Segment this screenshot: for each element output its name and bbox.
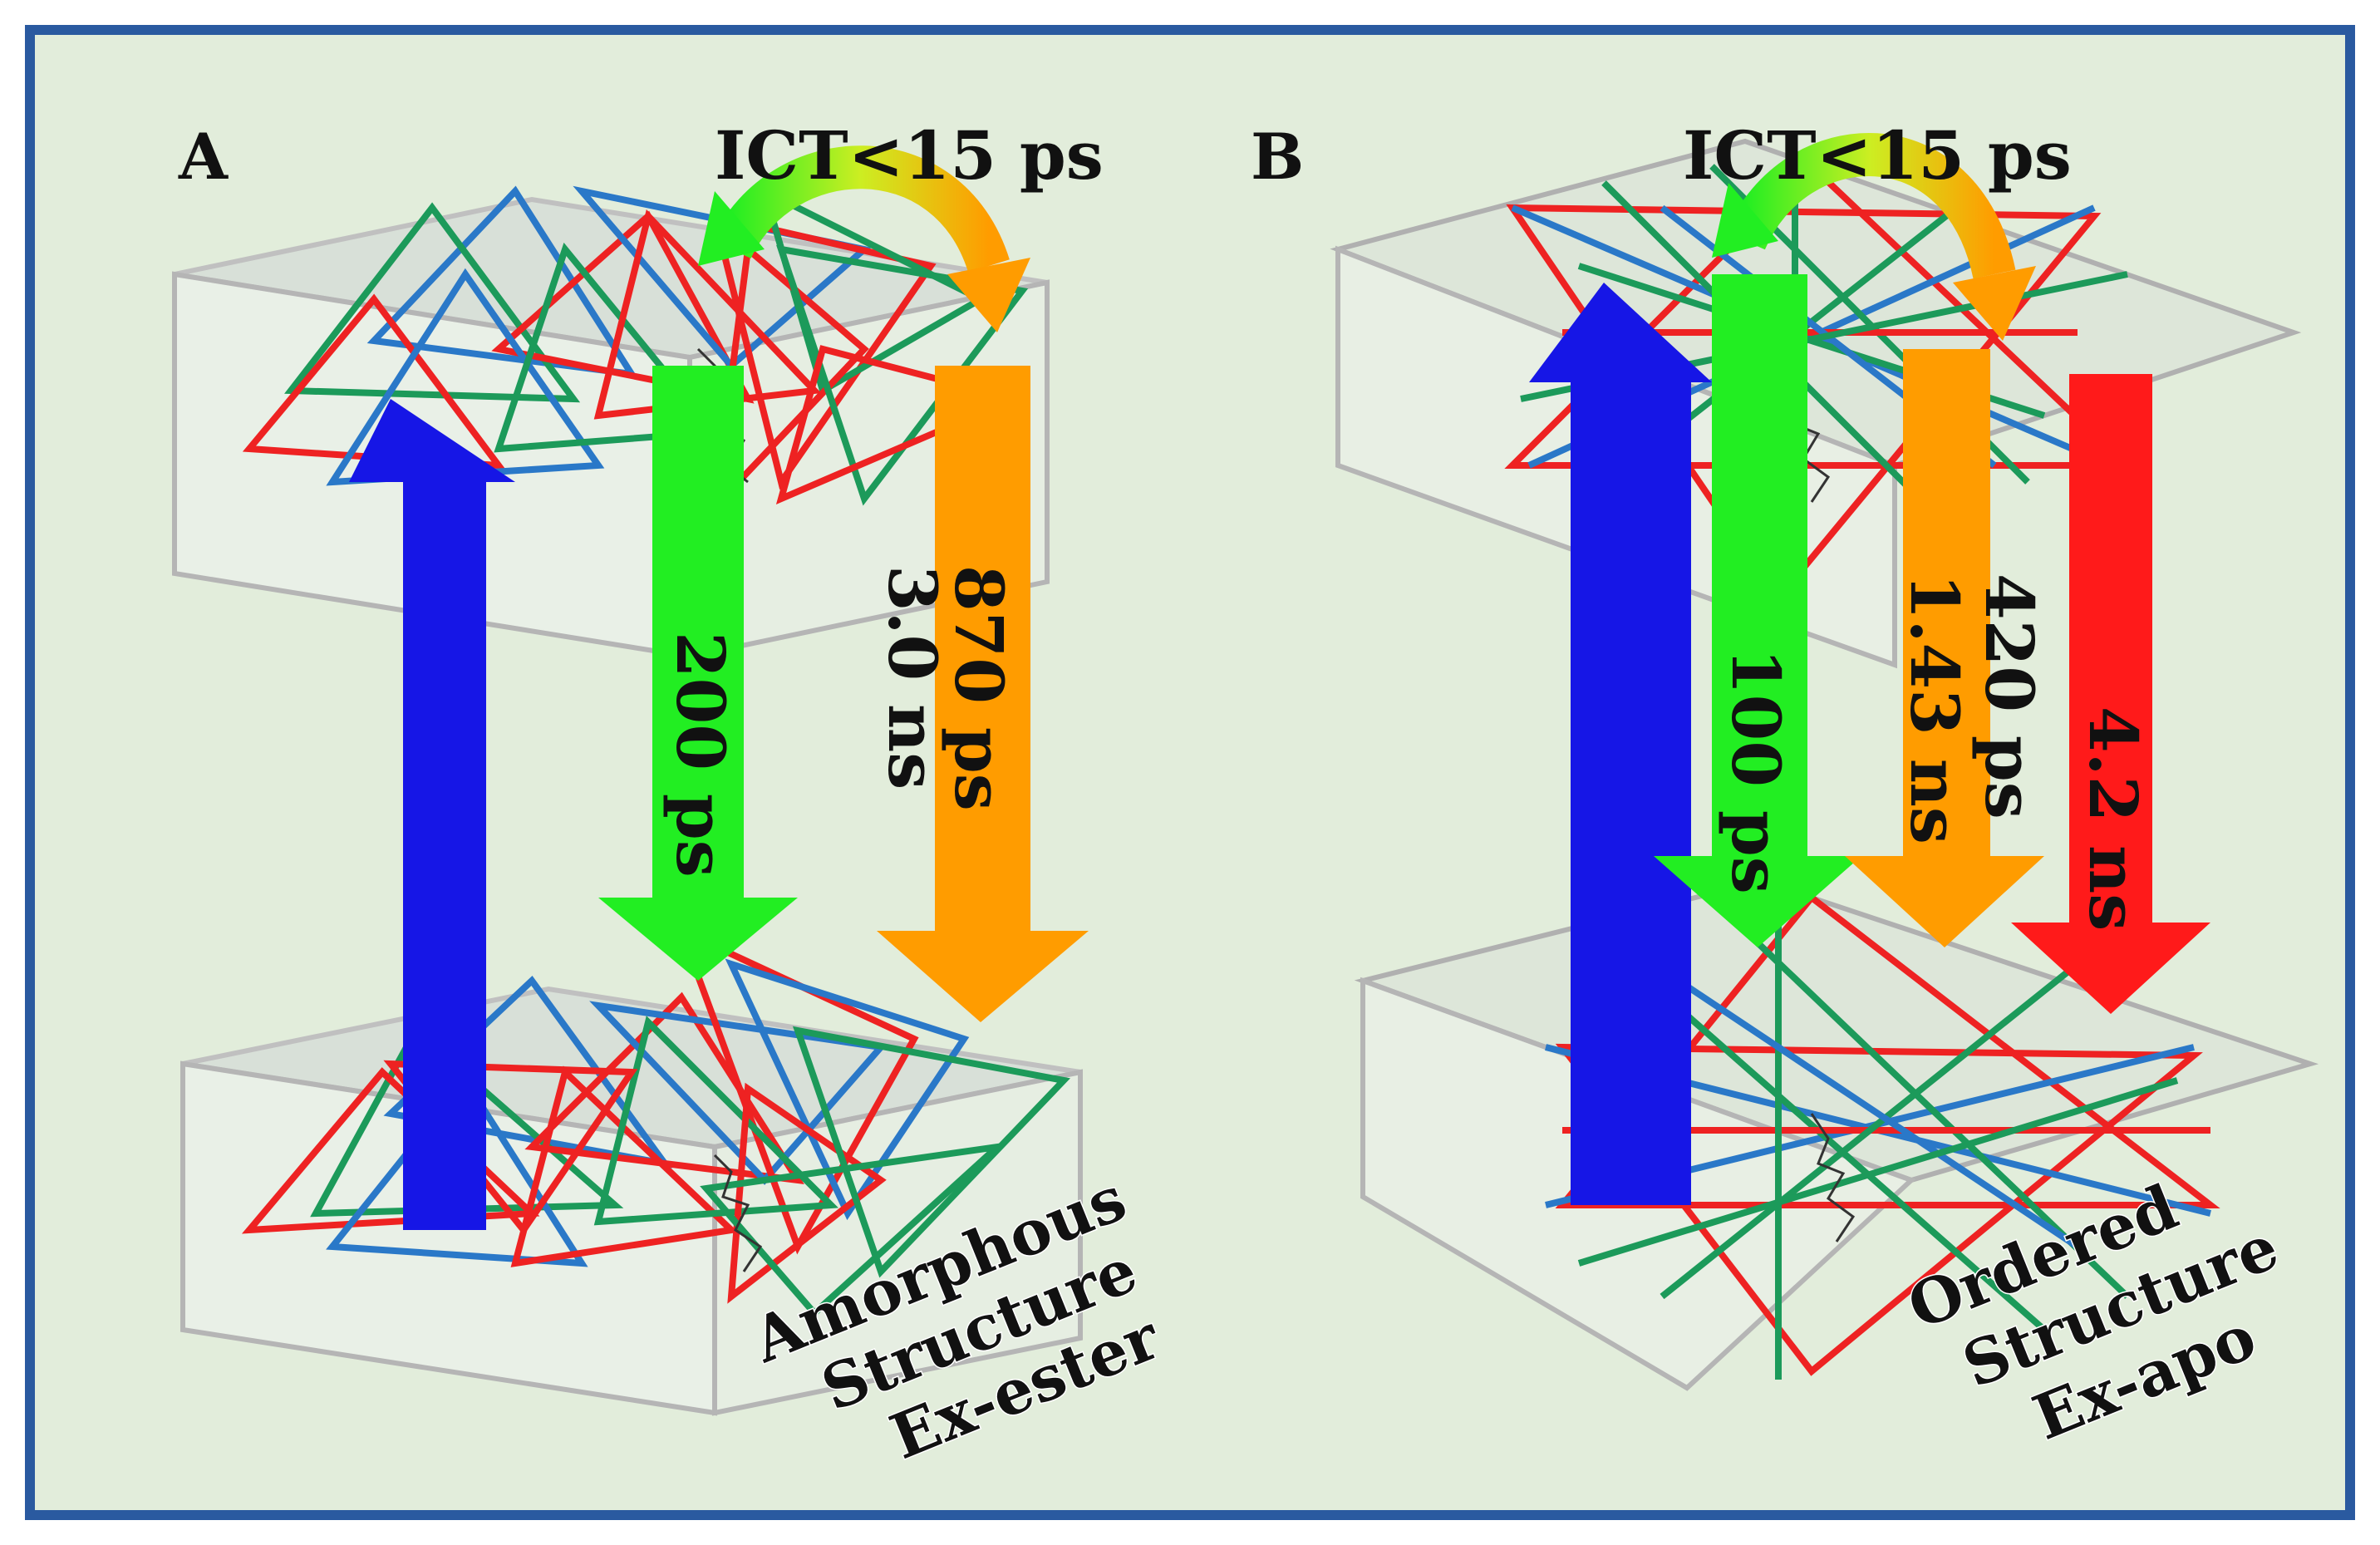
panel-b-ict-label: ICT<15 ps — [1683, 116, 2072, 194]
panel-a-ict-label: ICT<15 ps — [715, 116, 1104, 194]
panel-a-excitation-arrow — [349, 399, 515, 1230]
panel-a-label: A — [178, 120, 229, 194]
panel-b-green-arrow — [1654, 274, 1861, 947]
panel-a-green-lifetime: 200 ps — [661, 632, 740, 878]
panel-a-ict-arrow — [698, 145, 1030, 332]
panel-b-ict-arrow — [1712, 133, 2036, 341]
panel-a-green-arrow — [598, 366, 798, 981]
panel-a-bottom-triangles — [241, 924, 1070, 1318]
panel-b-red-lifetime: 4.2 ns — [2074, 706, 2152, 931]
panel-a-orange-lifetime-1: 870 ps — [940, 565, 1018, 811]
panel-b-label: B — [1251, 120, 1304, 194]
panel-a: A ICT<15 ps 200 ps 870 ps 3.0 ns Amorpho… — [172, 116, 1171, 1475]
panel-a-orange-arrow — [877, 366, 1089, 1022]
panel-b-orange-lifetime-2: 1.43 ns — [1896, 573, 1974, 844]
panel-b-excitation-arrow — [1529, 283, 1712, 1205]
panel-b-orange-arrow — [1845, 349, 2044, 947]
panel-b-orange-lifetime-1: 420 ps — [1970, 573, 2048, 819]
panel-b-red-arrow — [2011, 374, 2210, 1014]
panel-b-green-lifetime: 100 ps — [1717, 648, 1795, 894]
panel-a-orange-lifetime-2: 3.0 ns — [873, 565, 952, 790]
